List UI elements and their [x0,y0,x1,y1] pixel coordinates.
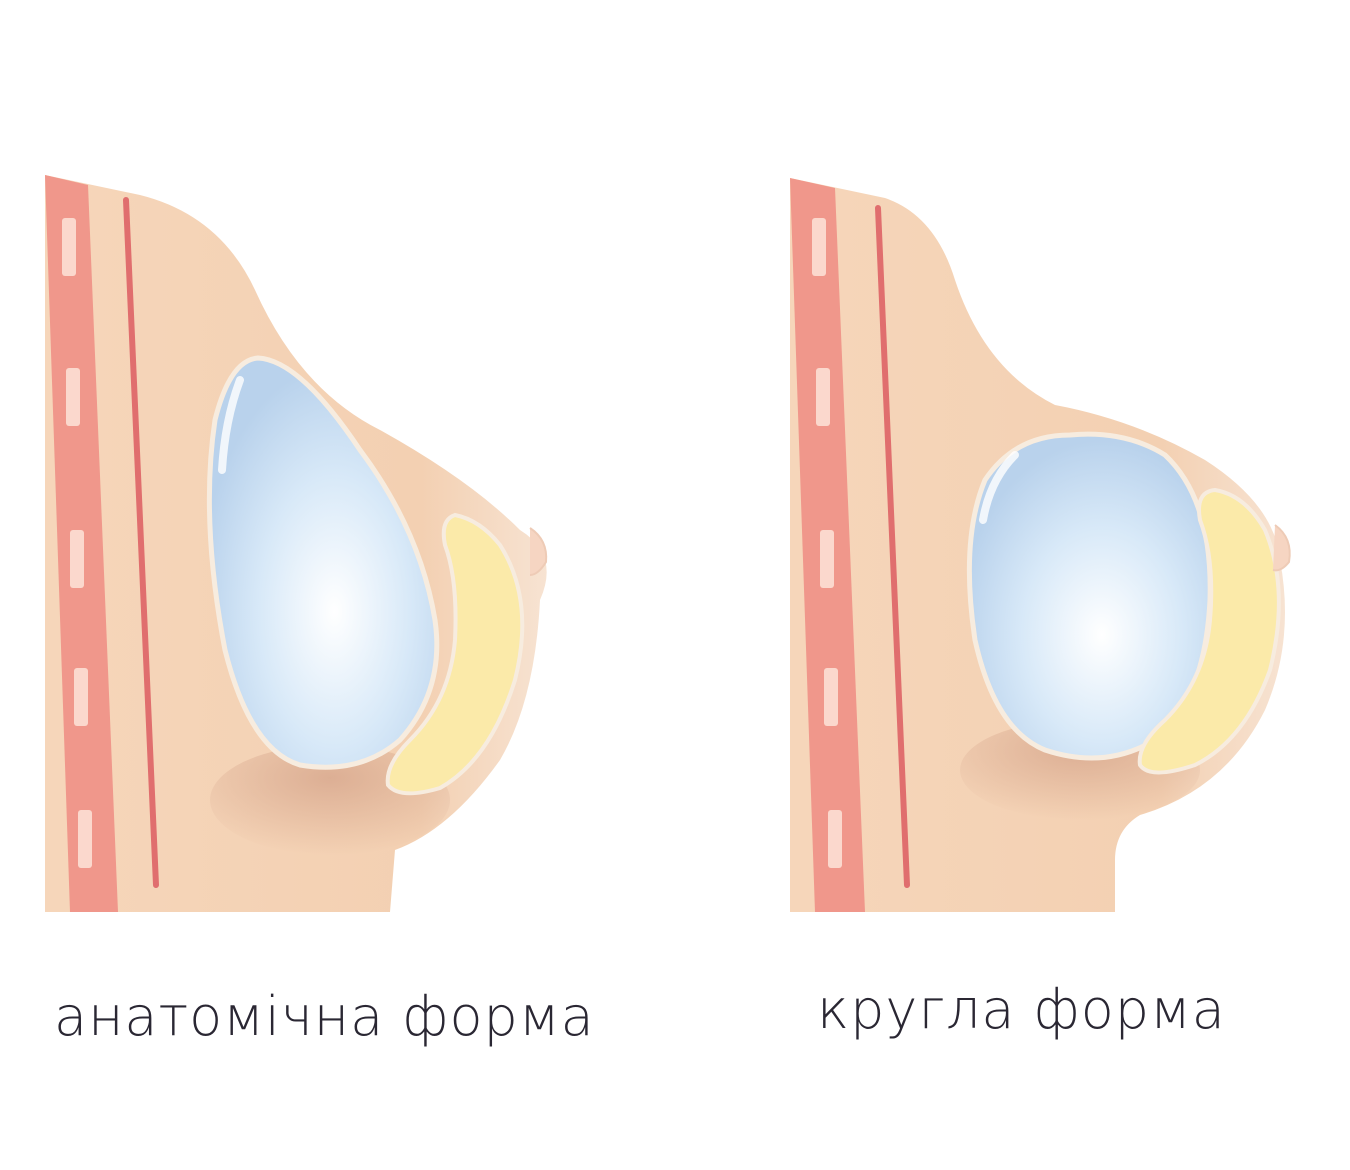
implant-highlight [218,376,244,474]
anatomical-implant [206,355,440,770]
gland-tissue [385,512,525,796]
round-implant [966,431,1213,761]
pectoral-line [123,197,159,888]
nipple [529,527,548,576]
pectoral-line [875,205,910,888]
rib-marks [812,218,842,868]
anatomical-shape-caption: анатомічна форма [54,985,595,1048]
round-shape-caption: кругла форма [817,978,1226,1041]
nipple [1272,524,1291,572]
anatomical-implant-panel: анатомічна форма [45,175,595,1048]
round-implant-panel: кругла форма [675,0,1350,1170]
round-implant-diagram [790,178,1291,912]
implant-highlight [979,451,1019,524]
rib-marks [62,218,92,868]
anatomical-implant-diagram [45,175,548,912]
